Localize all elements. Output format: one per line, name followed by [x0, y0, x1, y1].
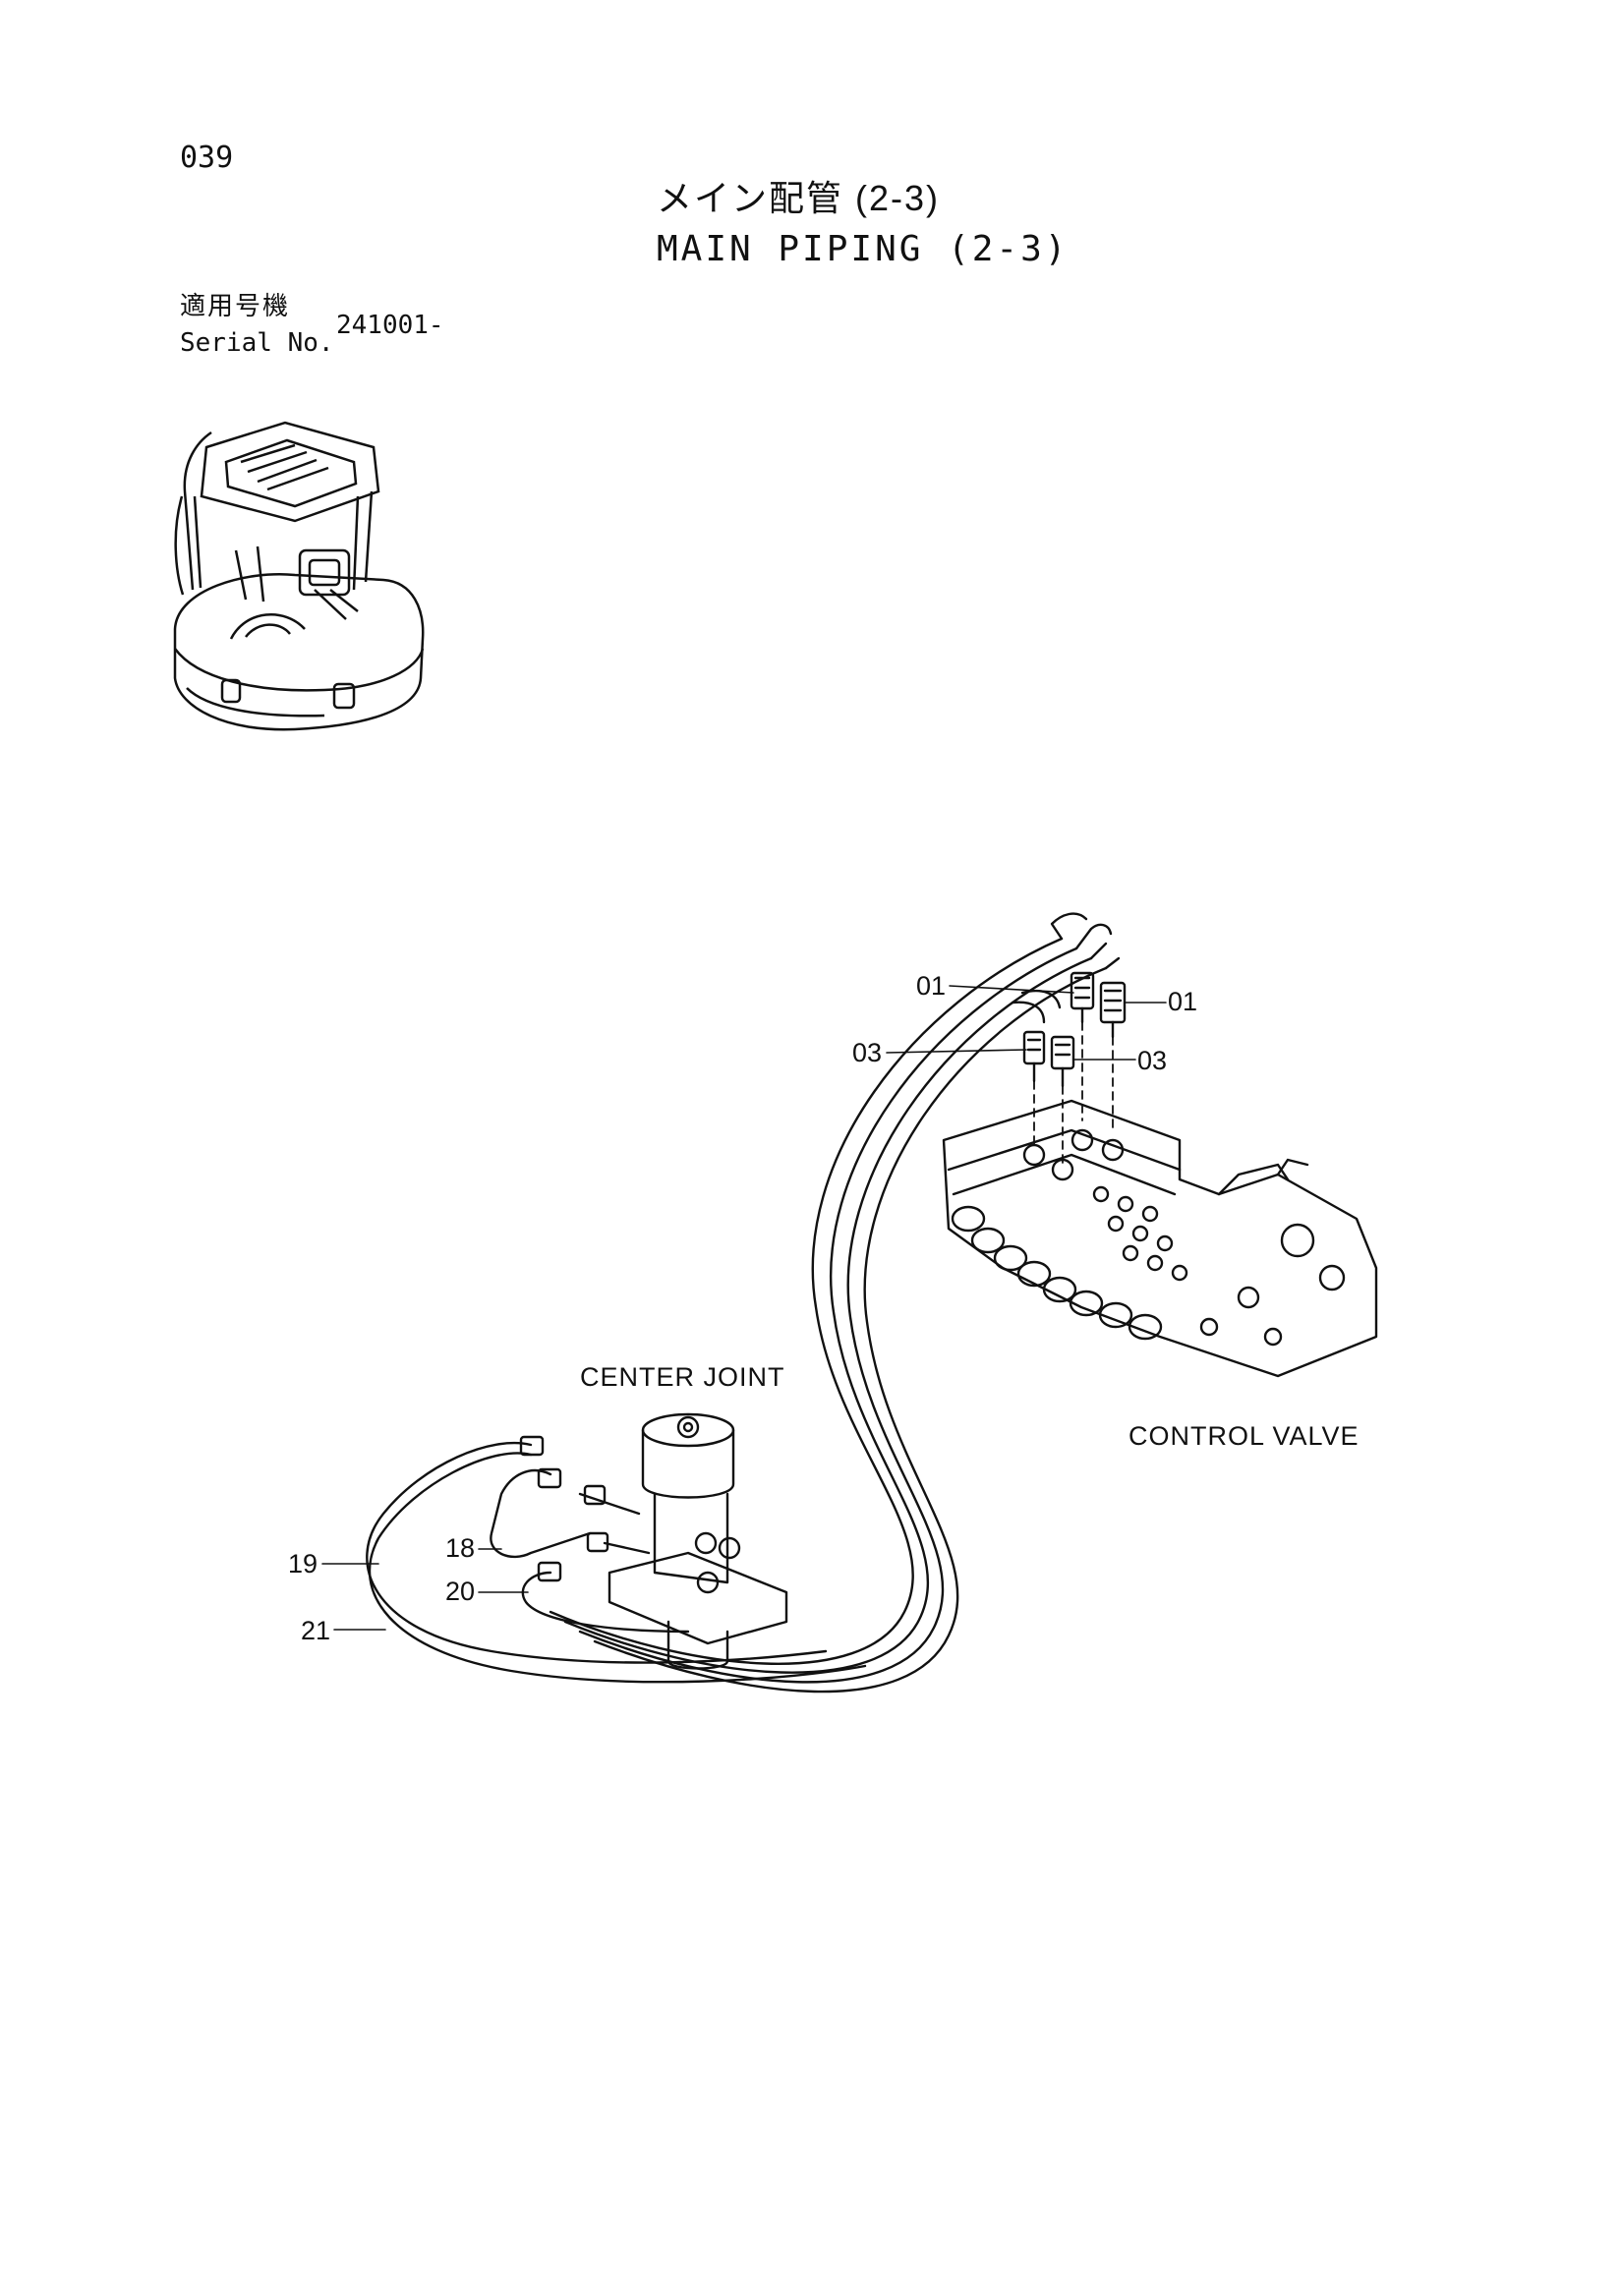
serial-number-value: 241001- — [336, 311, 444, 340]
center-joint-label: CENTER JOINT — [580, 1362, 785, 1392]
hose-bundle-to-control-valve — [549, 937, 1108, 1693]
page-number: 039 — [180, 141, 234, 175]
callout-part-21: 21 — [301, 1616, 331, 1645]
callout-part-19: 19 — [288, 1549, 318, 1578]
hose-21 — [368, 1452, 867, 1684]
callout-part-18: 18 — [445, 1533, 476, 1563]
page-title-japanese: メイン配管 (2-3) — [657, 178, 941, 218]
callout-part-01-right: 01 — [1168, 987, 1198, 1016]
hose-18 — [490, 1467, 592, 1559]
callout-part-01-left: 01 — [916, 971, 947, 1001]
fitting-01-right — [1099, 981, 1127, 1039]
callout-leader-lines — [321, 985, 1167, 1631]
center-joint-body — [578, 1412, 788, 1670]
fitting-03-right — [1050, 1035, 1075, 1088]
serial-label-japanese: 適用号機 — [180, 291, 291, 320]
hose-20 — [521, 1561, 690, 1634]
serial-label-english: Serial No. — [180, 328, 334, 358]
control-valve-body — [942, 1099, 1378, 1378]
callout-part-03-left: 03 — [852, 1038, 883, 1067]
fitting-03-left — [1022, 1030, 1046, 1083]
callout-part-20: 20 — [445, 1577, 476, 1606]
page-title-english: MAIN PIPING (2-3) — [657, 229, 1070, 269]
control-valve-label: CONTROL VALVE — [1128, 1421, 1360, 1451]
callout-part-03-right: 03 — [1137, 1046, 1168, 1075]
fitting-01-left — [1070, 971, 1095, 1024]
